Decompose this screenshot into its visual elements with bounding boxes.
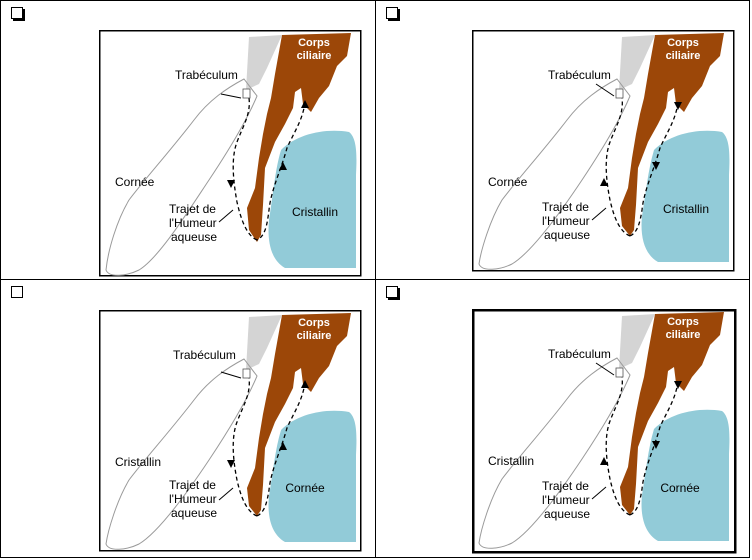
flow-arrow-1 [301, 380, 309, 388]
eye-diagram-4: Corps ciliaire Trabéculum Cristallin Tra… [472, 309, 737, 554]
trajet-pointer [218, 487, 234, 501]
trabeculum-mesh [615, 367, 624, 378]
option-cell-4: Corps ciliaire Trabéculum Cristallin Tra… [376, 280, 750, 558]
trajet-pointer [218, 209, 234, 223]
label-ciliaire: ciliaire [297, 50, 332, 62]
label-lens-side: Cristallin [663, 202, 709, 216]
trajet-pointer [591, 486, 607, 500]
option-2-checkbox[interactable] [386, 7, 398, 19]
lens-shape [268, 410, 357, 542]
label-trajet-line3: aqueuse [171, 506, 217, 520]
label-corps: Corps [667, 37, 699, 49]
trabeculum-mesh [242, 88, 251, 99]
option-cell-3: Corps ciliaire Trabéculum Cristallin Tra… [1, 280, 375, 558]
option-cell-1: Corps ciliaire Trabéculum Cornée Trajet … [1, 1, 375, 279]
flow-arrow-3 [652, 441, 660, 449]
flow-path-right [256, 101, 306, 241]
lens-shape [268, 130, 357, 268]
trabeculum-pointer [220, 93, 242, 99]
label-trajet-line2: l'Humeur [169, 216, 217, 230]
label-corps: Corps [298, 37, 330, 49]
label-lens-side: Cristallin [292, 205, 338, 219]
option-cell-2: Corps ciliaire Trabéculum Cornée Trajet … [376, 1, 750, 279]
eye-diagram-1: Corps ciliaire Trabéculum Cornée Trajet … [99, 30, 362, 277]
label-lens-side: Cornée [285, 481, 325, 495]
label-trajet-line1: Trajet de [542, 479, 589, 493]
label-trajet-line1: Trajet de [169, 478, 216, 492]
flow-arrow-2 [600, 457, 608, 465]
label-trajet-line2: l'Humeur [542, 214, 590, 228]
sclera-shape [619, 35, 655, 90]
flow-arrow-2 [227, 460, 235, 468]
cornea-outline [105, 78, 258, 276]
flow-arrow-3 [279, 162, 287, 170]
label-corps: Corps [298, 317, 330, 329]
label-trabeculum: Trabéculum [175, 68, 238, 82]
flow-path-left [232, 97, 258, 241]
label-trabeculum: Trabéculum [173, 348, 236, 362]
label-cornea-side: Cristallin [488, 454, 534, 468]
option-4-checkbox[interactable] [386, 286, 398, 298]
label-cornea-side: Cornée [488, 175, 528, 189]
cornea-outline [105, 358, 258, 550]
label-lens-side: Cornée [660, 481, 700, 495]
flow-arrow-2 [600, 178, 608, 186]
sclera-shape [246, 35, 282, 90]
ciliary-body-shape [247, 33, 351, 242]
flow-arrow-3 [279, 442, 287, 450]
sclera-shape [246, 315, 282, 370]
label-trajet-line2: l'Humeur [169, 492, 217, 506]
label-trajet-line3: aqueuse [171, 230, 217, 244]
trajet-pointer [591, 207, 607, 221]
label-ciliaire: ciliaire [297, 330, 332, 342]
flow-arrow-1 [301, 100, 309, 108]
flow-path-left [605, 376, 631, 516]
flow-arrow-1 [674, 381, 682, 389]
trabeculum-mesh [242, 368, 251, 379]
sclera-shape [619, 314, 655, 369]
option-3-checkbox[interactable] [11, 286, 23, 298]
option-1-checkbox[interactable] [11, 7, 23, 19]
label-cornea-side: Cristallin [115, 455, 161, 469]
flow-arrow-3 [652, 162, 660, 170]
ciliary-body-shape [620, 312, 724, 515]
trabeculum-mesh [615, 88, 624, 99]
ciliary-body-shape [247, 313, 351, 516]
label-corps: Corps [667, 316, 699, 328]
cornea-outline [478, 357, 631, 549]
cornea-outline [478, 78, 631, 270]
label-trajet-line1: Trajet de [542, 200, 589, 214]
label-trajet-line1: Trajet de [169, 202, 216, 216]
trabeculum-pointer [595, 362, 615, 376]
label-cornea-side: Cornée [115, 175, 155, 189]
label-trajet-line3: aqueuse [544, 507, 590, 521]
eye-diagram-2: Corps ciliaire Trabéculum Cornée Trajet … [472, 30, 735, 272]
label-trabeculum: Trabéculum [548, 68, 611, 82]
lens-shape [641, 409, 730, 541]
label-trabeculum: Trabéculum [548, 347, 611, 361]
label-trajet-line2: l'Humeur [542, 493, 590, 507]
flow-path-left [232, 377, 258, 517]
trabeculum-pointer [595, 83, 615, 97]
trabeculum-pointer [220, 371, 242, 379]
label-ciliaire: ciliaire [666, 50, 701, 62]
flow-arrow-2 [227, 180, 235, 188]
flow-arrow-1 [674, 102, 682, 110]
label-trajet-line3: aqueuse [544, 228, 590, 242]
flow-path-left [605, 97, 631, 237]
eye-diagram-3: Corps ciliaire Trabéculum Cristallin Tra… [99, 310, 362, 552]
label-ciliaire: ciliaire [666, 329, 701, 341]
table-divider-horizontal [0, 279, 750, 280]
ciliary-body-shape [620, 33, 724, 236]
lens-shape [641, 130, 730, 262]
